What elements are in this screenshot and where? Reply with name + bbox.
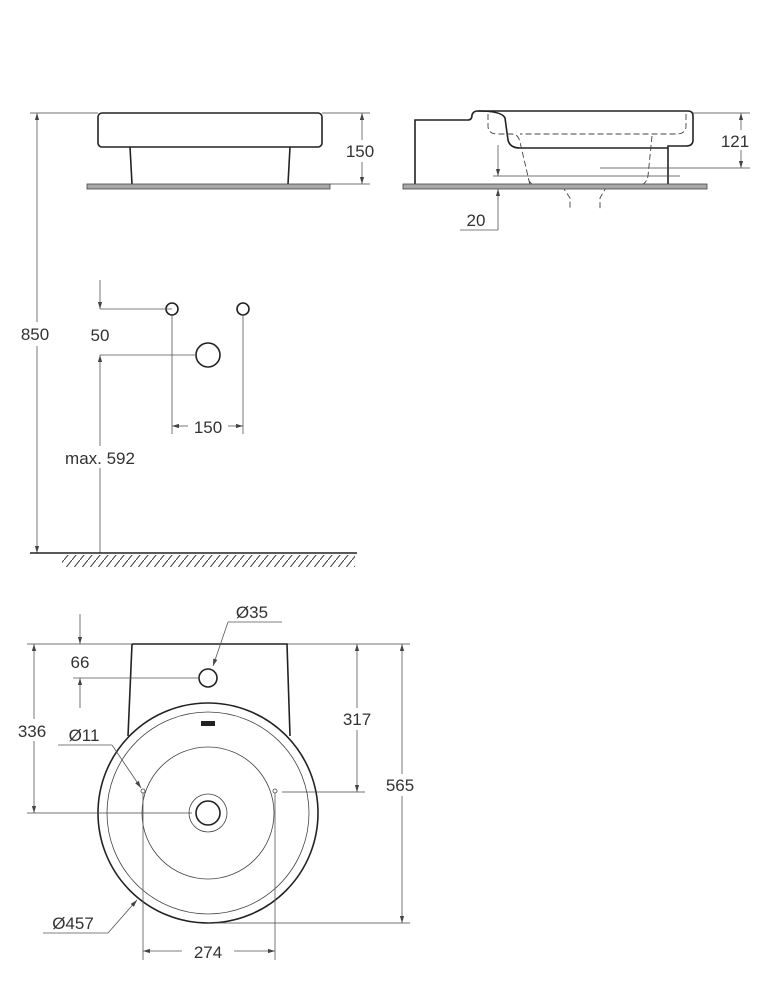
- basin-depth-label: 121: [721, 132, 749, 151]
- tap-hole-diameter-label: Ø35: [236, 603, 268, 622]
- total-height-label: 850: [21, 325, 49, 344]
- total-depth-label: 565: [386, 776, 414, 795]
- side-view: 121 20: [402, 110, 756, 231]
- center-depth-label: 336: [18, 722, 46, 741]
- plan-view: 66 Ø35 336 Ø11 317 565 Ø457 274: [12, 603, 424, 962]
- height-label: 150: [346, 142, 374, 161]
- tap-spacing-label: 150: [194, 418, 222, 437]
- side-hole-depth-label: 317: [343, 710, 371, 729]
- tap-connection-right: [236, 302, 250, 316]
- side-hole-diameter-label: Ø11: [69, 726, 100, 745]
- plate-label: 20: [467, 211, 486, 230]
- side-hole-spacing-label: 274: [194, 943, 222, 962]
- countertop-plate: [86, 183, 331, 190]
- tap-hole-offset-label: 66: [71, 653, 90, 672]
- waste-connection: [195, 342, 221, 368]
- wall-view: 850 50 max. 592 150: [14, 113, 357, 567]
- floor-hatching: [62, 555, 355, 567]
- overflow: [201, 721, 215, 726]
- tap-offset-label: 50: [91, 326, 110, 345]
- basin-body: [97, 112, 323, 148]
- waste-height-label: max. 592: [65, 449, 135, 468]
- tap-hole: [198, 668, 218, 688]
- basin-diameter-label: Ø457: [52, 914, 94, 933]
- pedestal: [129, 146, 291, 185]
- drain: [195, 800, 221, 826]
- basin-side-outline: [414, 110, 694, 184]
- front-view: 150: [30, 112, 380, 190]
